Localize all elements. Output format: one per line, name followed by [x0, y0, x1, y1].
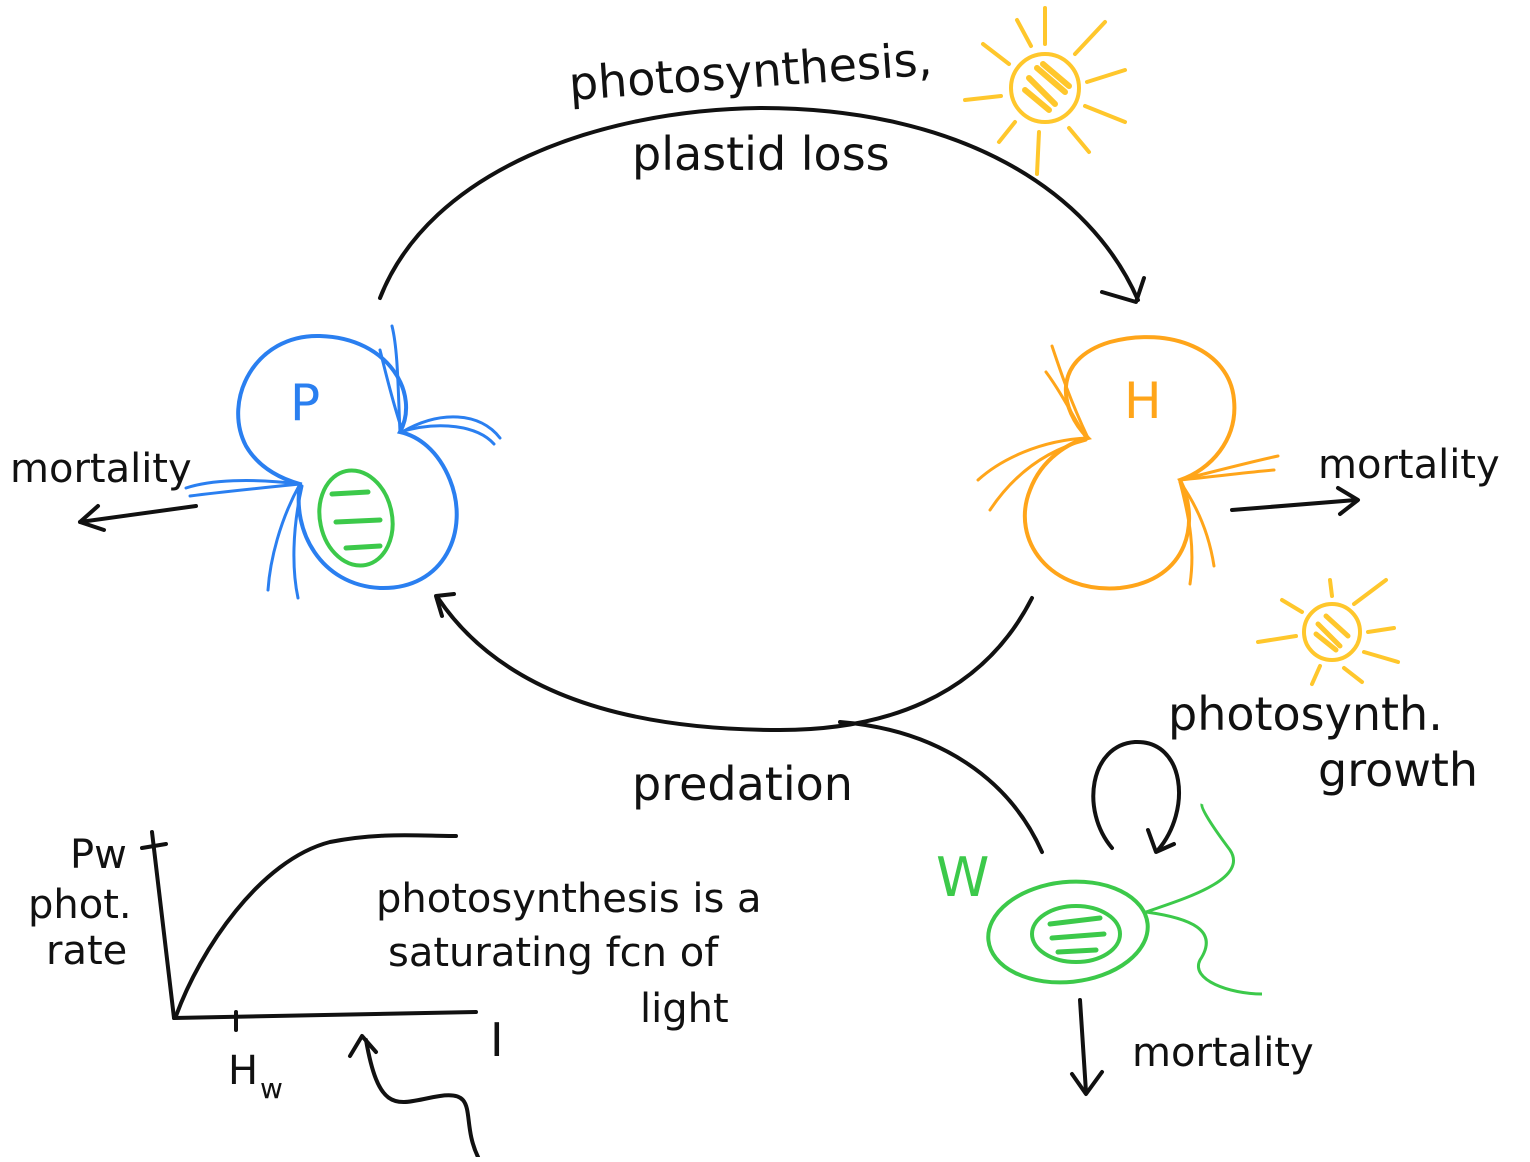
- label-mortality-p: mortality: [10, 446, 192, 492]
- graph-y-label-2: phot.: [28, 882, 132, 928]
- loop-photosynthetic-growth: [1091, 739, 1181, 854]
- arrow-mortality-p: [78, 504, 198, 532]
- cell-h-icon: H: [976, 335, 1280, 591]
- note-line-3: light: [640, 986, 729, 1032]
- label-mortality-h: mortality: [1318, 442, 1500, 488]
- cell-p-icon: P: [184, 324, 502, 600]
- sun-icon: [963, 6, 1127, 176]
- label-photosynthesis: photosynthesis,: [567, 32, 934, 111]
- cell-w-icon: W: [936, 803, 1263, 996]
- label-growth: growth: [1318, 743, 1478, 797]
- note-line-2: saturating fcn of: [388, 930, 719, 976]
- pointer-arrow: [364, 1038, 480, 1159]
- arc-predation: [434, 592, 1034, 732]
- graph-x-label: I: [490, 1013, 504, 1067]
- arc-photosynthesis-plastid-loss: [378, 106, 1146, 304]
- label-photosynth: photosynth.: [1168, 687, 1443, 741]
- arrow-mortality-w: [1070, 998, 1104, 1096]
- node-p-label: P: [290, 374, 320, 432]
- sun-icon: [1256, 578, 1400, 686]
- graph-y-label-3: rate: [46, 928, 127, 974]
- graph-tick-sub: w: [260, 1072, 283, 1105]
- label-predation: predation: [632, 757, 853, 811]
- inset-graph: Pw phot. rate I H w: [28, 830, 504, 1159]
- graph-y-label-1: Pw: [70, 832, 127, 878]
- label-plastid-loss: plastid loss: [632, 127, 890, 181]
- node-h-label: H: [1124, 372, 1162, 430]
- saturation-curve: [174, 833, 458, 1018]
- chloroplast-icon: [317, 468, 395, 568]
- graph-tick-label: H: [228, 1048, 258, 1094]
- arrow-mortality-h: [1230, 486, 1360, 516]
- node-w-label: W: [936, 846, 989, 909]
- label-mortality-w: mortality: [1132, 1030, 1314, 1076]
- arc-w-predation: [838, 720, 1044, 854]
- note-line-1: photosynthesis is a: [376, 876, 762, 922]
